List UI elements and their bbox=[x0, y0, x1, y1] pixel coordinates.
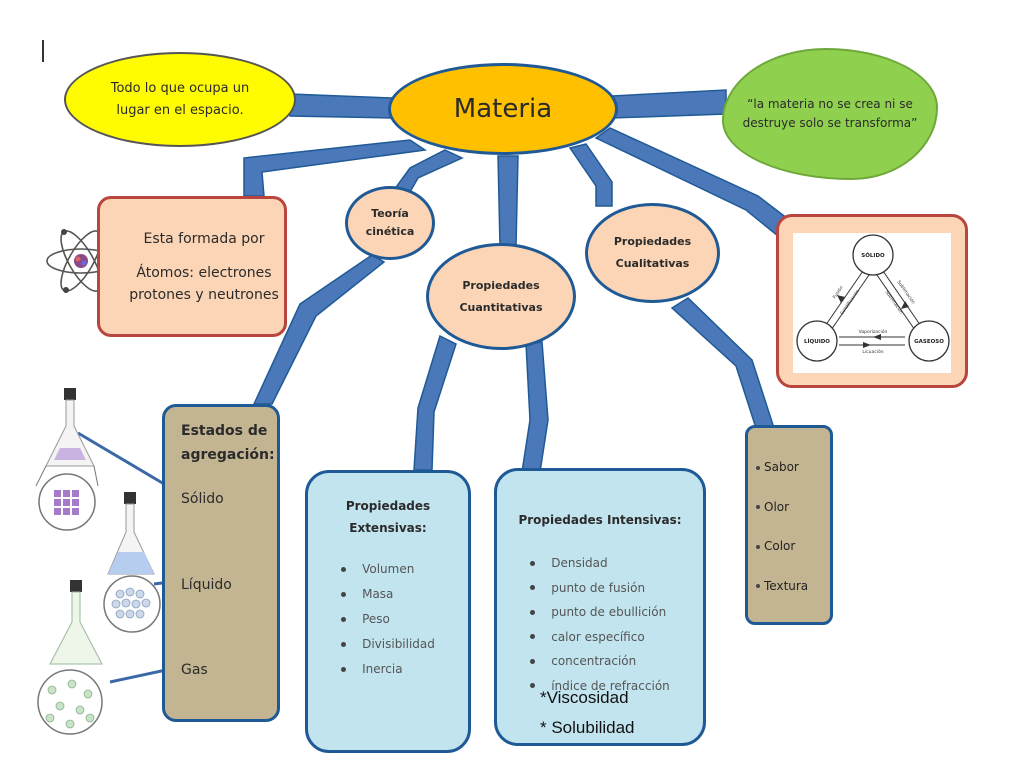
quantitative-line-2: Cuantitativas bbox=[459, 300, 543, 314]
extensive-title-2: Extensivas: bbox=[349, 521, 427, 535]
list-item: Olor bbox=[756, 488, 808, 528]
phase-liquid-label: LÍQUIDO bbox=[804, 337, 830, 345]
flask-liquid-icon bbox=[103, 492, 161, 633]
phase-cycle-box: SÓLIDO LÍQUIDO GASEOSO Fusión Solidifica… bbox=[776, 214, 968, 388]
intensive-properties-box: Propiedades Intensivas: Densidad punto d… bbox=[494, 468, 706, 746]
phase-cycle-diagram: SÓLIDO LÍQUIDO GASEOSO Fusión Solidifica… bbox=[793, 233, 951, 373]
list-item: Sabor bbox=[756, 448, 808, 488]
state-liquid: Líquido bbox=[181, 577, 232, 593]
central-label: Materia bbox=[453, 94, 553, 124]
list-item: punto de fusión bbox=[530, 576, 670, 601]
phase-gas-label: GASEOSO bbox=[914, 339, 944, 345]
kinetic-line-2: cinética bbox=[365, 225, 415, 238]
list-item: Inercia bbox=[341, 657, 435, 682]
list-item: concentración bbox=[530, 649, 670, 674]
qualitative-line-1: Propiedades bbox=[613, 235, 692, 248]
law-line-1: “la materia no se crea ni se bbox=[747, 97, 913, 111]
connector-intensive bbox=[521, 341, 549, 473]
intensive-title: Propiedades Intensivas: bbox=[518, 513, 682, 527]
connector-states bbox=[252, 254, 386, 405]
connector-organoleptic bbox=[670, 297, 776, 429]
phase-solid-label: SÓLIDO bbox=[861, 252, 885, 259]
connector-law bbox=[611, 89, 727, 119]
kinetic-theory-node: Teoría cinética bbox=[345, 186, 435, 260]
text-cursor bbox=[42, 40, 44, 62]
list-item: calor específico bbox=[530, 625, 670, 650]
list-item: Color bbox=[756, 527, 808, 567]
composition-title: Esta formada por bbox=[143, 230, 265, 247]
qualitative-line-2: Cualitativas bbox=[615, 257, 690, 270]
definition-line-1: Todo lo que ocupa un bbox=[110, 80, 250, 96]
flask-solid-icon bbox=[35, 388, 99, 531]
extensive-list: Volumen Masa Peso Divisibilidad Inercia bbox=[341, 557, 435, 682]
states-title-2: agregación: bbox=[181, 447, 275, 463]
list-item: índice de refracción bbox=[530, 674, 670, 699]
connector-extensive bbox=[413, 334, 457, 471]
composition-line-2: protones y neutrones bbox=[129, 286, 279, 303]
list-item: punto de ebullición bbox=[530, 600, 670, 625]
composition-box: Esta formada por Átomos: electrones prot… bbox=[97, 196, 287, 337]
organoleptic-box: Sabor Olor Color Textura bbox=[745, 425, 833, 625]
list-item: Volumen bbox=[341, 557, 435, 582]
central-node-materia: Materia bbox=[388, 63, 618, 155]
phase-cycle-svg: SÓLIDO LÍQUIDO GASEOSO Fusión Solidifica… bbox=[796, 234, 950, 362]
arrow-liquefaction: Licuación bbox=[862, 348, 883, 355]
qualitative-properties-node: Propiedades Cualitativas bbox=[585, 203, 720, 303]
connector-quantitative bbox=[497, 155, 519, 247]
list-item: Densidad bbox=[530, 551, 670, 576]
states-title-1: Estados de bbox=[181, 423, 268, 439]
connector-definition bbox=[289, 93, 393, 119]
quantitative-line-1: Propiedades bbox=[462, 278, 540, 292]
intensive-extra-solubility: * Solubilidad bbox=[540, 718, 635, 737]
list-item: Masa bbox=[341, 582, 435, 607]
intensive-extra-viscosity: *Viscosidad bbox=[540, 688, 629, 707]
quantitative-properties-node: Propiedades Cuantitativas bbox=[426, 243, 576, 350]
list-item: Peso bbox=[341, 607, 435, 632]
definition-bubble: Todo lo que ocupa un lugar en el espacio… bbox=[64, 52, 296, 147]
extensive-properties-box: Propiedades Extensivas: Volumen Masa Pes… bbox=[305, 470, 471, 753]
list-item: Textura bbox=[756, 567, 808, 607]
kinetic-line-1: Teoría bbox=[371, 207, 409, 220]
connector-qualitative bbox=[568, 143, 613, 207]
connector-kinetic bbox=[392, 149, 464, 193]
extensive-title-1: Propiedades bbox=[345, 499, 431, 513]
state-gas: Gas bbox=[181, 662, 208, 678]
composition-line-1: Átomos: electrones bbox=[136, 264, 272, 281]
law-bubble: “la materia no se crea ni se destruye so… bbox=[722, 48, 938, 180]
list-item: Divisibilidad bbox=[341, 632, 435, 657]
law-line-2: destruye solo se transforma” bbox=[742, 116, 918, 130]
arrow-vaporization: Vaporización bbox=[859, 328, 888, 335]
arrow-sublimation-1: Sublimación bbox=[895, 279, 917, 306]
definition-line-2: lugar en el espacio. bbox=[116, 102, 244, 118]
intensive-list: Densidad punto de fusión punto de ebulli… bbox=[530, 551, 670, 698]
arrow-sublimation-2: Sublimación bbox=[883, 289, 905, 316]
state-solid: Sólido bbox=[181, 491, 224, 507]
organoleptic-list: Sabor Olor Color Textura bbox=[756, 448, 808, 606]
flask-gas-icon bbox=[37, 580, 103, 735]
states-box: Estados de agregación: Sólido Líquido Ga… bbox=[162, 404, 280, 722]
